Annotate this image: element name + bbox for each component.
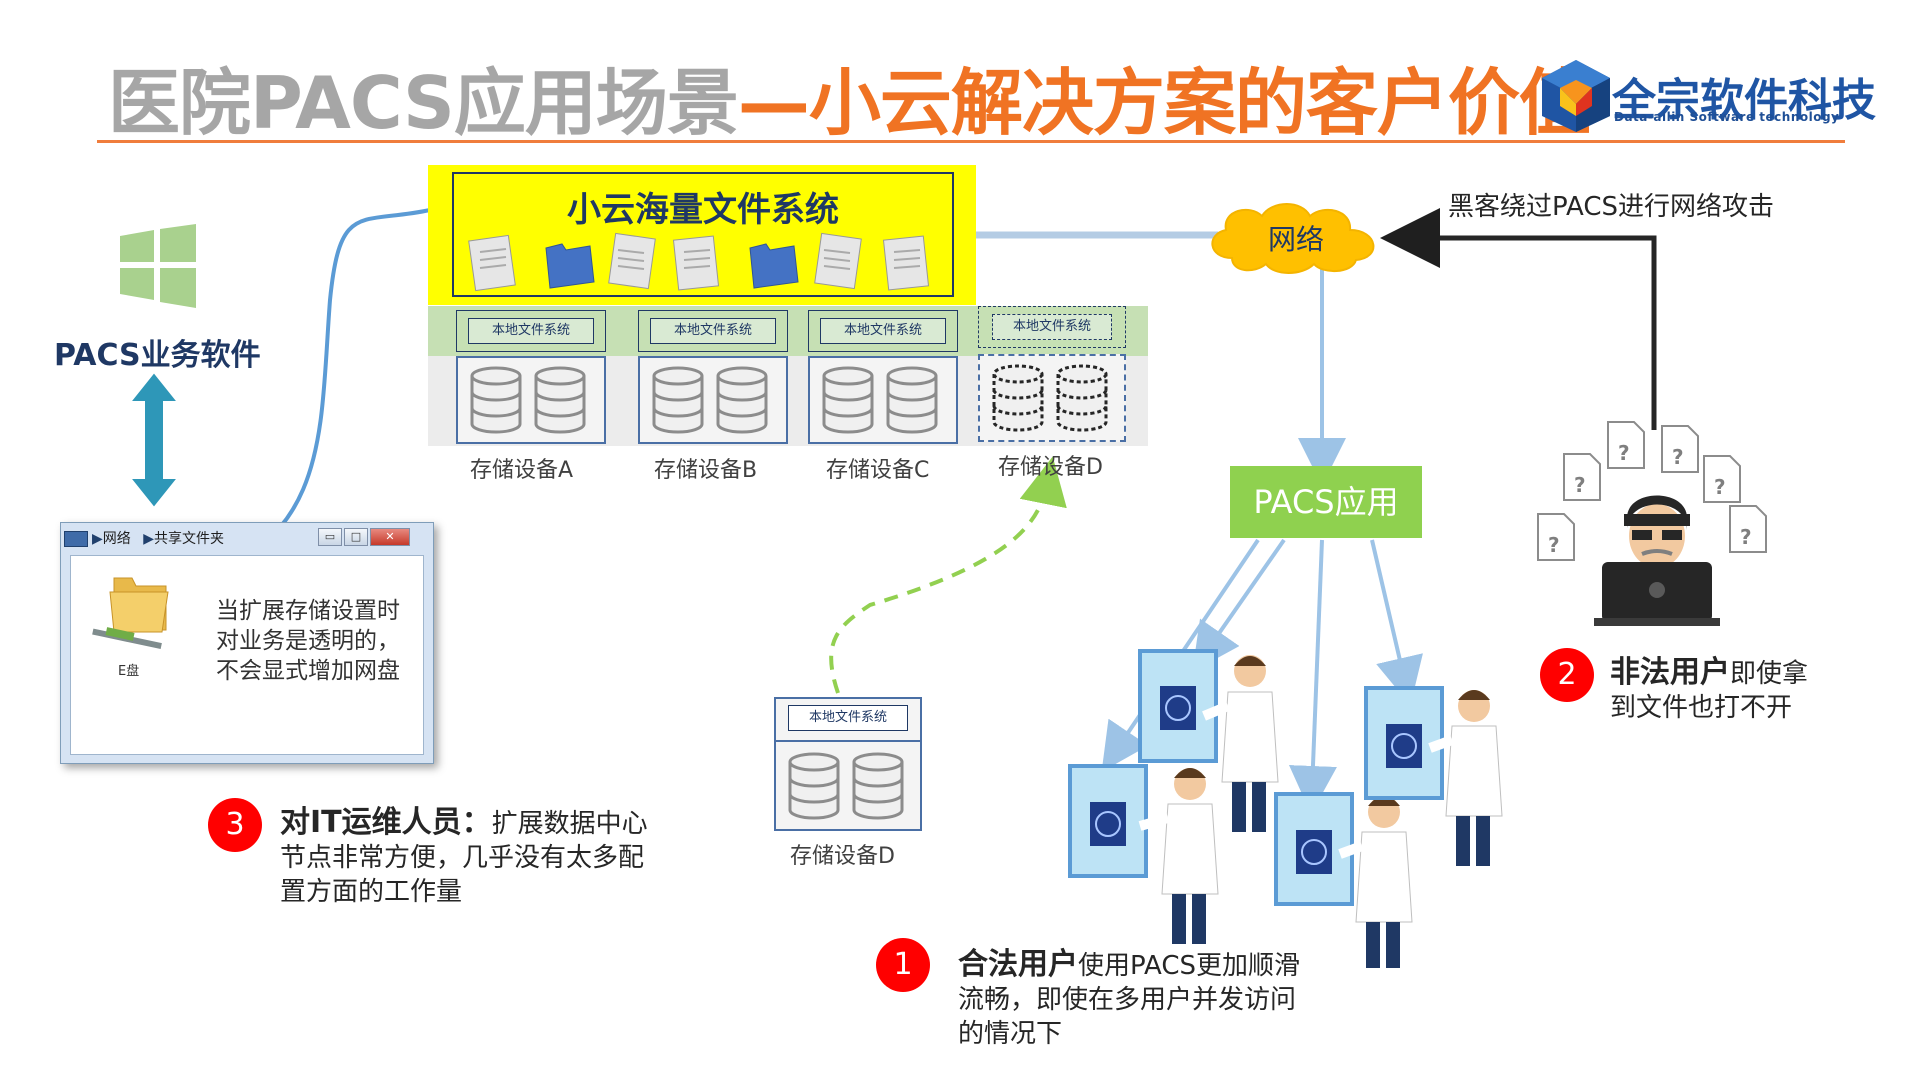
doctors-group: [1068, 649, 1503, 968]
transparency-note: 当扩展存储设置时 对业务是透明的， 不会显式增加网盘: [216, 598, 400, 684]
local-fs-label: 本地文件系统: [820, 318, 946, 344]
disk-stack-icon: [652, 366, 768, 434]
storage-device-c: [808, 356, 958, 444]
svg-text:?: ?: [1672, 445, 1684, 469]
callout-badge: 3: [208, 798, 262, 852]
svg-text:?: ?: [1618, 441, 1630, 465]
folder-icon: [545, 243, 595, 289]
hacker-attack-arrow: [1380, 208, 1657, 430]
doctor-icon: [1068, 764, 1219, 944]
disk-stack-icon: [470, 366, 586, 434]
network-label: 网络: [1268, 223, 1325, 256]
close-button[interactable]: ✕: [370, 528, 410, 546]
device-label: 存储设备D: [998, 455, 1103, 480]
device-label: 存储设备C: [826, 458, 930, 483]
storage-device-b: [638, 356, 788, 444]
document-icon: [608, 232, 656, 290]
disk-stack-icon: [822, 366, 938, 434]
file-system-title: 小云海量文件系统: [567, 190, 839, 230]
new-device-label: 存储设备D: [790, 844, 895, 869]
document-icon: [814, 232, 862, 290]
local-fs-frame: [456, 310, 606, 352]
local-fs-frame: [808, 310, 958, 352]
path-segment[interactable]: 网络: [102, 531, 131, 547]
pacs-software-label: PACS业务软件: [54, 338, 261, 373]
header-divider: [97, 140, 1845, 143]
new-device-arrow: [829, 456, 1067, 694]
page-title: 医院PACS应用场景—小云解决方案的客户价值: [108, 44, 1591, 149]
logo-name: 全宗软件科技: [1612, 75, 1876, 126]
doctor-icon: [1274, 792, 1413, 968]
double-arrow-icon: [127, 370, 181, 510]
document-icon: [468, 234, 516, 292]
local-fs-label: 本地文件系统: [788, 705, 908, 731]
folder-icon: [749, 243, 799, 289]
svg-text:?: ?: [1574, 473, 1586, 497]
callout-badge: 2: [1540, 648, 1594, 702]
file-system-frame: [452, 172, 954, 297]
local-fs-label: 本地文件系统: [650, 318, 776, 344]
computer-icon: [64, 531, 88, 547]
cloud-icon: [1211, 203, 1375, 274]
svg-text:?: ?: [1740, 525, 1752, 549]
title-orange-part: —小云解决方案的客户价值: [737, 61, 1591, 145]
shared-drive-icon[interactable]: [88, 570, 172, 654]
pacs-application-box: PACS应用: [1230, 466, 1422, 538]
document-icon: [882, 235, 930, 291]
path-arrow-icon: ▶: [143, 531, 155, 547]
document-icon: [672, 235, 720, 291]
svg-text:?: ?: [1548, 533, 1560, 557]
local-fs-frame: [978, 306, 1126, 348]
callout-badge: 1: [876, 938, 930, 992]
local-fs-label: 本地文件系统: [468, 318, 594, 344]
svg-text:?: ?: [1714, 475, 1726, 499]
path-arrow-icon: ▶: [92, 531, 103, 547]
logo-cube-icon: [1542, 60, 1610, 132]
callout-it-ops: 对IT运维人员：扩展数据中心 节点非常方便，几乎没有太多配 置方面的工作量: [280, 805, 648, 908]
logo-tagline: Data-allin Software technology: [1614, 110, 1840, 124]
disk-stack-icon: [992, 364, 1108, 432]
local-fs-frame: [638, 310, 788, 352]
device-label: 存储设备B: [654, 458, 758, 483]
local-fs-label: 本地文件系统: [992, 314, 1112, 340]
disk-stack-icon: [788, 752, 904, 820]
maximize-button[interactable]: □: [344, 528, 368, 546]
question-documents-icon: ? ? ? ? ? ?: [1537, 421, 1767, 561]
device-label: 存储设备A: [470, 458, 574, 483]
callout-legit-users: 合法用户使用PACS更加顺滑 流畅，即使在多用户并发访问 的情况下: [958, 947, 1301, 1050]
explorer-path: ▶网络 ▶共享文件夹: [64, 528, 224, 548]
storage-device-d-pending: [978, 354, 1126, 442]
windows-logo-icon: [120, 224, 196, 308]
hacker-icon: [1594, 495, 1720, 626]
hacker-caption: 黑客绕过PACS进行网络攻击: [1448, 192, 1775, 222]
storage-device-a: [456, 356, 606, 444]
drive-label: E盘: [118, 664, 140, 679]
file-icons-row: [468, 232, 930, 292]
title-gray-part: 医院PACS应用场景: [108, 61, 739, 145]
doctor-icon: [1138, 649, 1279, 832]
path-segment[interactable]: 共享文件夹: [154, 531, 225, 547]
doctor-icon: [1364, 686, 1503, 866]
callout-illegal-users: 非法用户即使拿 到文件也打不开: [1610, 655, 1809, 724]
minimize-button[interactable]: ▭: [318, 528, 342, 546]
